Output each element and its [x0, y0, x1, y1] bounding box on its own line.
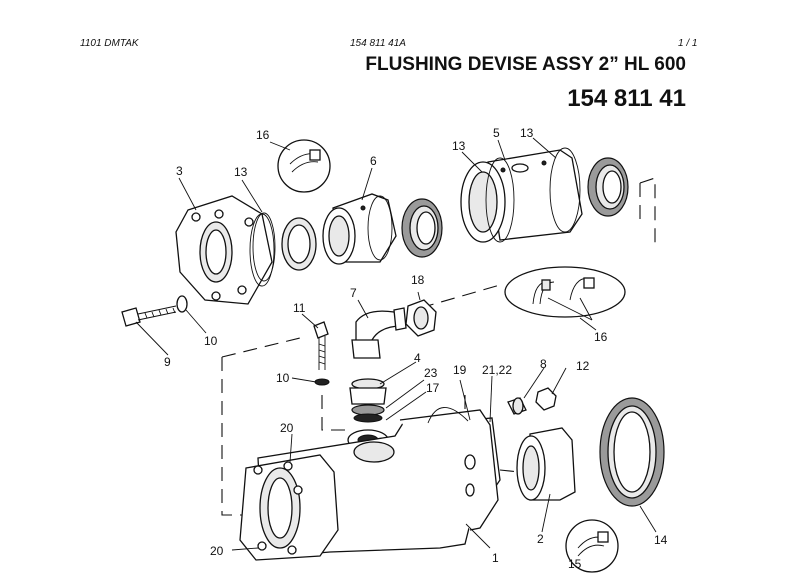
callout-15: 15: [568, 557, 582, 571]
callout-9: 9: [164, 355, 171, 369]
callout-14: 14: [654, 533, 668, 547]
callout-21-22: 21,22: [482, 363, 512, 377]
seal-ring: [281, 217, 317, 271]
callout-13: 13: [520, 126, 534, 140]
callout-20: 20: [280, 421, 294, 435]
nut-part-12: [535, 387, 557, 411]
screw-part-11: [313, 321, 329, 370]
callout-8: 8: [540, 357, 547, 371]
detail-circle-16-top: [277, 139, 331, 193]
page-indicator: 1 / 1: [678, 38, 698, 49]
callout-11: 11: [293, 301, 306, 315]
callout-5: 5: [493, 126, 500, 140]
callout-16: 16: [594, 330, 608, 344]
reference-number: 154 811 41A: [350, 38, 406, 49]
seal-pack-left: [401, 198, 443, 258]
detail-circle-15: [565, 519, 619, 573]
sleeve-part-6: [322, 193, 397, 265]
housing-part-5: [460, 147, 583, 243]
seal-pack-right: [587, 157, 629, 217]
doc-code: 1101 DMTAK: [80, 38, 139, 49]
callout-7: 7: [350, 286, 357, 300]
callout-18: 18: [411, 273, 425, 287]
callout-13: 13: [452, 139, 466, 153]
o-ring-part-13: [252, 212, 276, 282]
callout-3: 3: [176, 164, 183, 178]
callout-4: 4: [414, 351, 421, 365]
callout-2: 2: [537, 532, 544, 546]
body-part-1: [239, 407, 501, 561]
callout-12: 12: [576, 359, 590, 373]
ring-part-14: [599, 397, 665, 507]
leader-lines: [135, 137, 657, 551]
callout-17: 17: [426, 381, 440, 395]
callout-16: 16: [256, 128, 270, 142]
washer-part-10-left: [176, 295, 188, 313]
callout-23: 23: [424, 366, 438, 380]
elbow-part-7: [351, 307, 407, 359]
part-number: 154 811 41: [567, 85, 686, 112]
callout-6: 6: [370, 154, 377, 168]
callout-labels: 3 13 16 6 13 5 13 9 10 11 10 7 18 4 23 1…: [164, 126, 668, 571]
callout-19: 19: [453, 363, 467, 377]
nut-part-18: [405, 299, 437, 337]
bolt-part-9: [121, 305, 177, 327]
washer-part-10-center: [314, 378, 330, 386]
callout-10: 10: [204, 334, 218, 348]
plug-part-8: [507, 397, 527, 415]
flange-part-3: [175, 195, 275, 305]
callout-10: 10: [276, 371, 290, 385]
callout-1: 1: [492, 551, 499, 565]
callout-20: 20: [210, 544, 224, 558]
callout-13: 13: [234, 165, 248, 179]
detail-ellipse-16-right: [504, 266, 626, 321]
sleeve-nut-part-2: [516, 427, 576, 501]
drawing-title: FLUSHING DEVISE ASSY 2” HL 600: [365, 54, 686, 75]
